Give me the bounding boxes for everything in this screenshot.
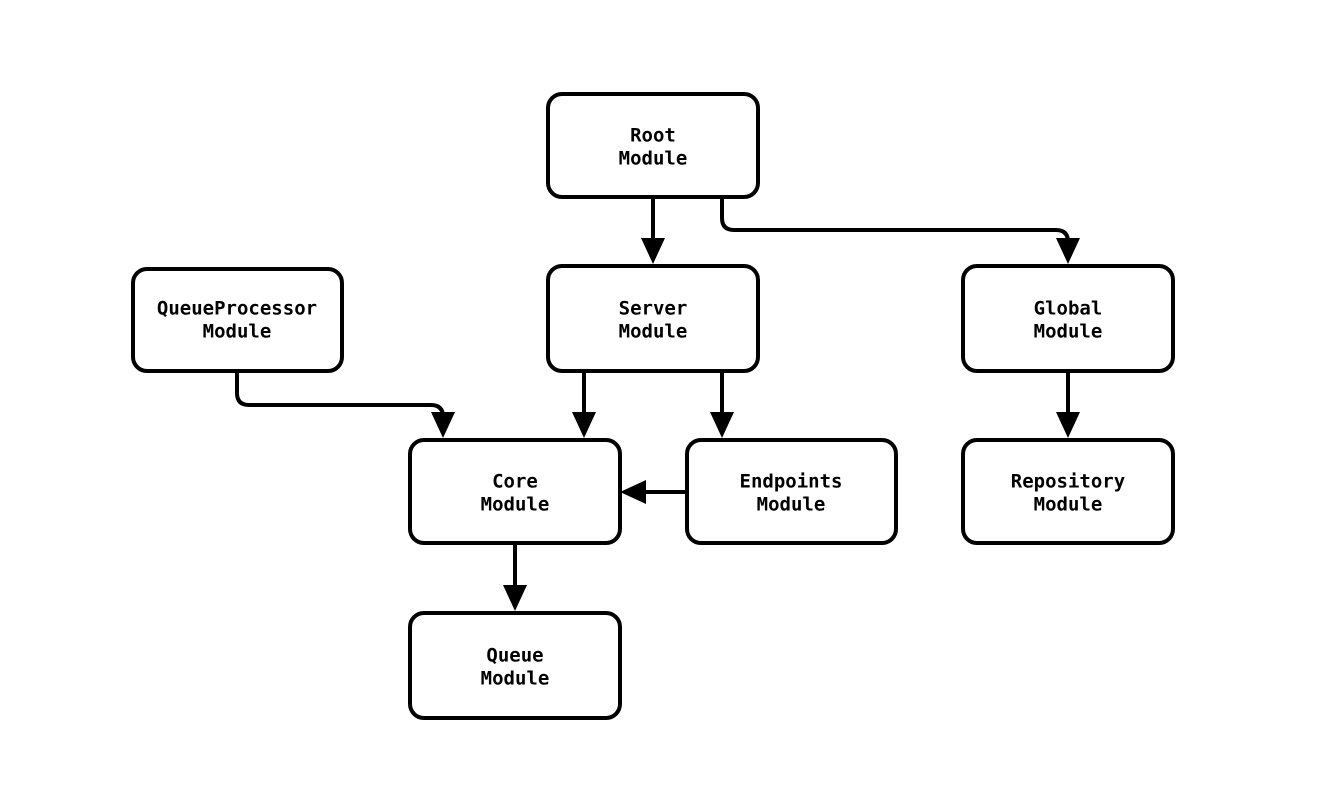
edge-queueprocessor-core-arrowhead <box>431 412 455 438</box>
edge-global-repository <box>1056 371 1080 438</box>
edge-root-server <box>641 197 665 264</box>
node-repository-module[interactable]: Repository Module <box>961 438 1175 545</box>
node-root-module[interactable]: Root Module <box>546 92 760 199</box>
node-server-module[interactable]: Server Module <box>546 264 760 373</box>
node-queue-module-label-line1: Queue <box>486 645 543 667</box>
node-core-module[interactable]: Core Module <box>408 438 622 545</box>
node-repository-module-label-line2: Module <box>1034 494 1103 516</box>
node-global-module-box[interactable] <box>961 264 1175 373</box>
edge-queueprocessor-core-line <box>235 371 445 419</box>
node-root-module-label-line2: Module <box>619 148 688 170</box>
node-endpoints-module-label-line1: Endpoints <box>740 471 843 493</box>
node-endpoints-module-label-line2: Module <box>757 494 826 516</box>
edge-root-server-arrowhead <box>641 238 665 264</box>
node-queue-module-label-line2: Module <box>481 668 550 690</box>
node-global-module-label-line1: Global <box>1034 298 1103 320</box>
edge-server-core-arrowhead <box>572 412 596 438</box>
node-core-module-label-line1: Core <box>492 471 538 493</box>
node-core-module-label-line2: Module <box>481 494 550 516</box>
edge-server-endpoints <box>710 371 734 438</box>
node-endpoints-module-box[interactable] <box>685 438 898 545</box>
node-queueprocessor-module-label-line2: Module <box>203 321 272 343</box>
node-layer: Root Module QueueProcessor Module Server… <box>131 92 1175 720</box>
edge-core-queue-arrowhead <box>503 585 527 611</box>
edge-endpoints-core <box>620 480 687 504</box>
node-root-module-box[interactable] <box>546 92 760 199</box>
edge-server-core <box>572 371 596 438</box>
node-repository-module-box[interactable] <box>961 438 1175 545</box>
node-endpoints-module[interactable]: Endpoints Module <box>685 438 898 545</box>
edge-queueprocessor-core <box>235 371 455 438</box>
node-queueprocessor-module[interactable]: QueueProcessor Module <box>131 267 344 373</box>
node-queueprocessor-module-label-line1: QueueProcessor <box>157 298 317 320</box>
node-server-module-box[interactable] <box>546 264 760 373</box>
edge-endpoints-core-arrowhead <box>620 480 646 504</box>
node-queue-module[interactable]: Queue Module <box>408 611 622 720</box>
edge-root-global-arrowhead <box>1056 238 1080 264</box>
edge-root-global <box>720 197 1080 264</box>
edge-server-endpoints-arrowhead <box>710 412 734 438</box>
edge-root-global-line <box>720 197 1070 244</box>
node-server-module-label-line2: Module <box>619 321 688 343</box>
node-server-module-label-line1: Server <box>619 298 688 320</box>
node-queue-module-box[interactable] <box>408 611 622 720</box>
edge-global-repository-arrowhead <box>1056 412 1080 438</box>
node-queueprocessor-module-box[interactable] <box>131 267 344 373</box>
edge-layer <box>235 197 1080 611</box>
node-root-module-label-line1: Root <box>630 125 676 147</box>
edge-core-queue <box>503 543 527 611</box>
node-global-module[interactable]: Global Module <box>961 264 1175 373</box>
node-repository-module-label-line1: Repository <box>1011 471 1125 493</box>
node-global-module-label-line2: Module <box>1034 321 1103 343</box>
node-core-module-box[interactable] <box>408 438 622 545</box>
